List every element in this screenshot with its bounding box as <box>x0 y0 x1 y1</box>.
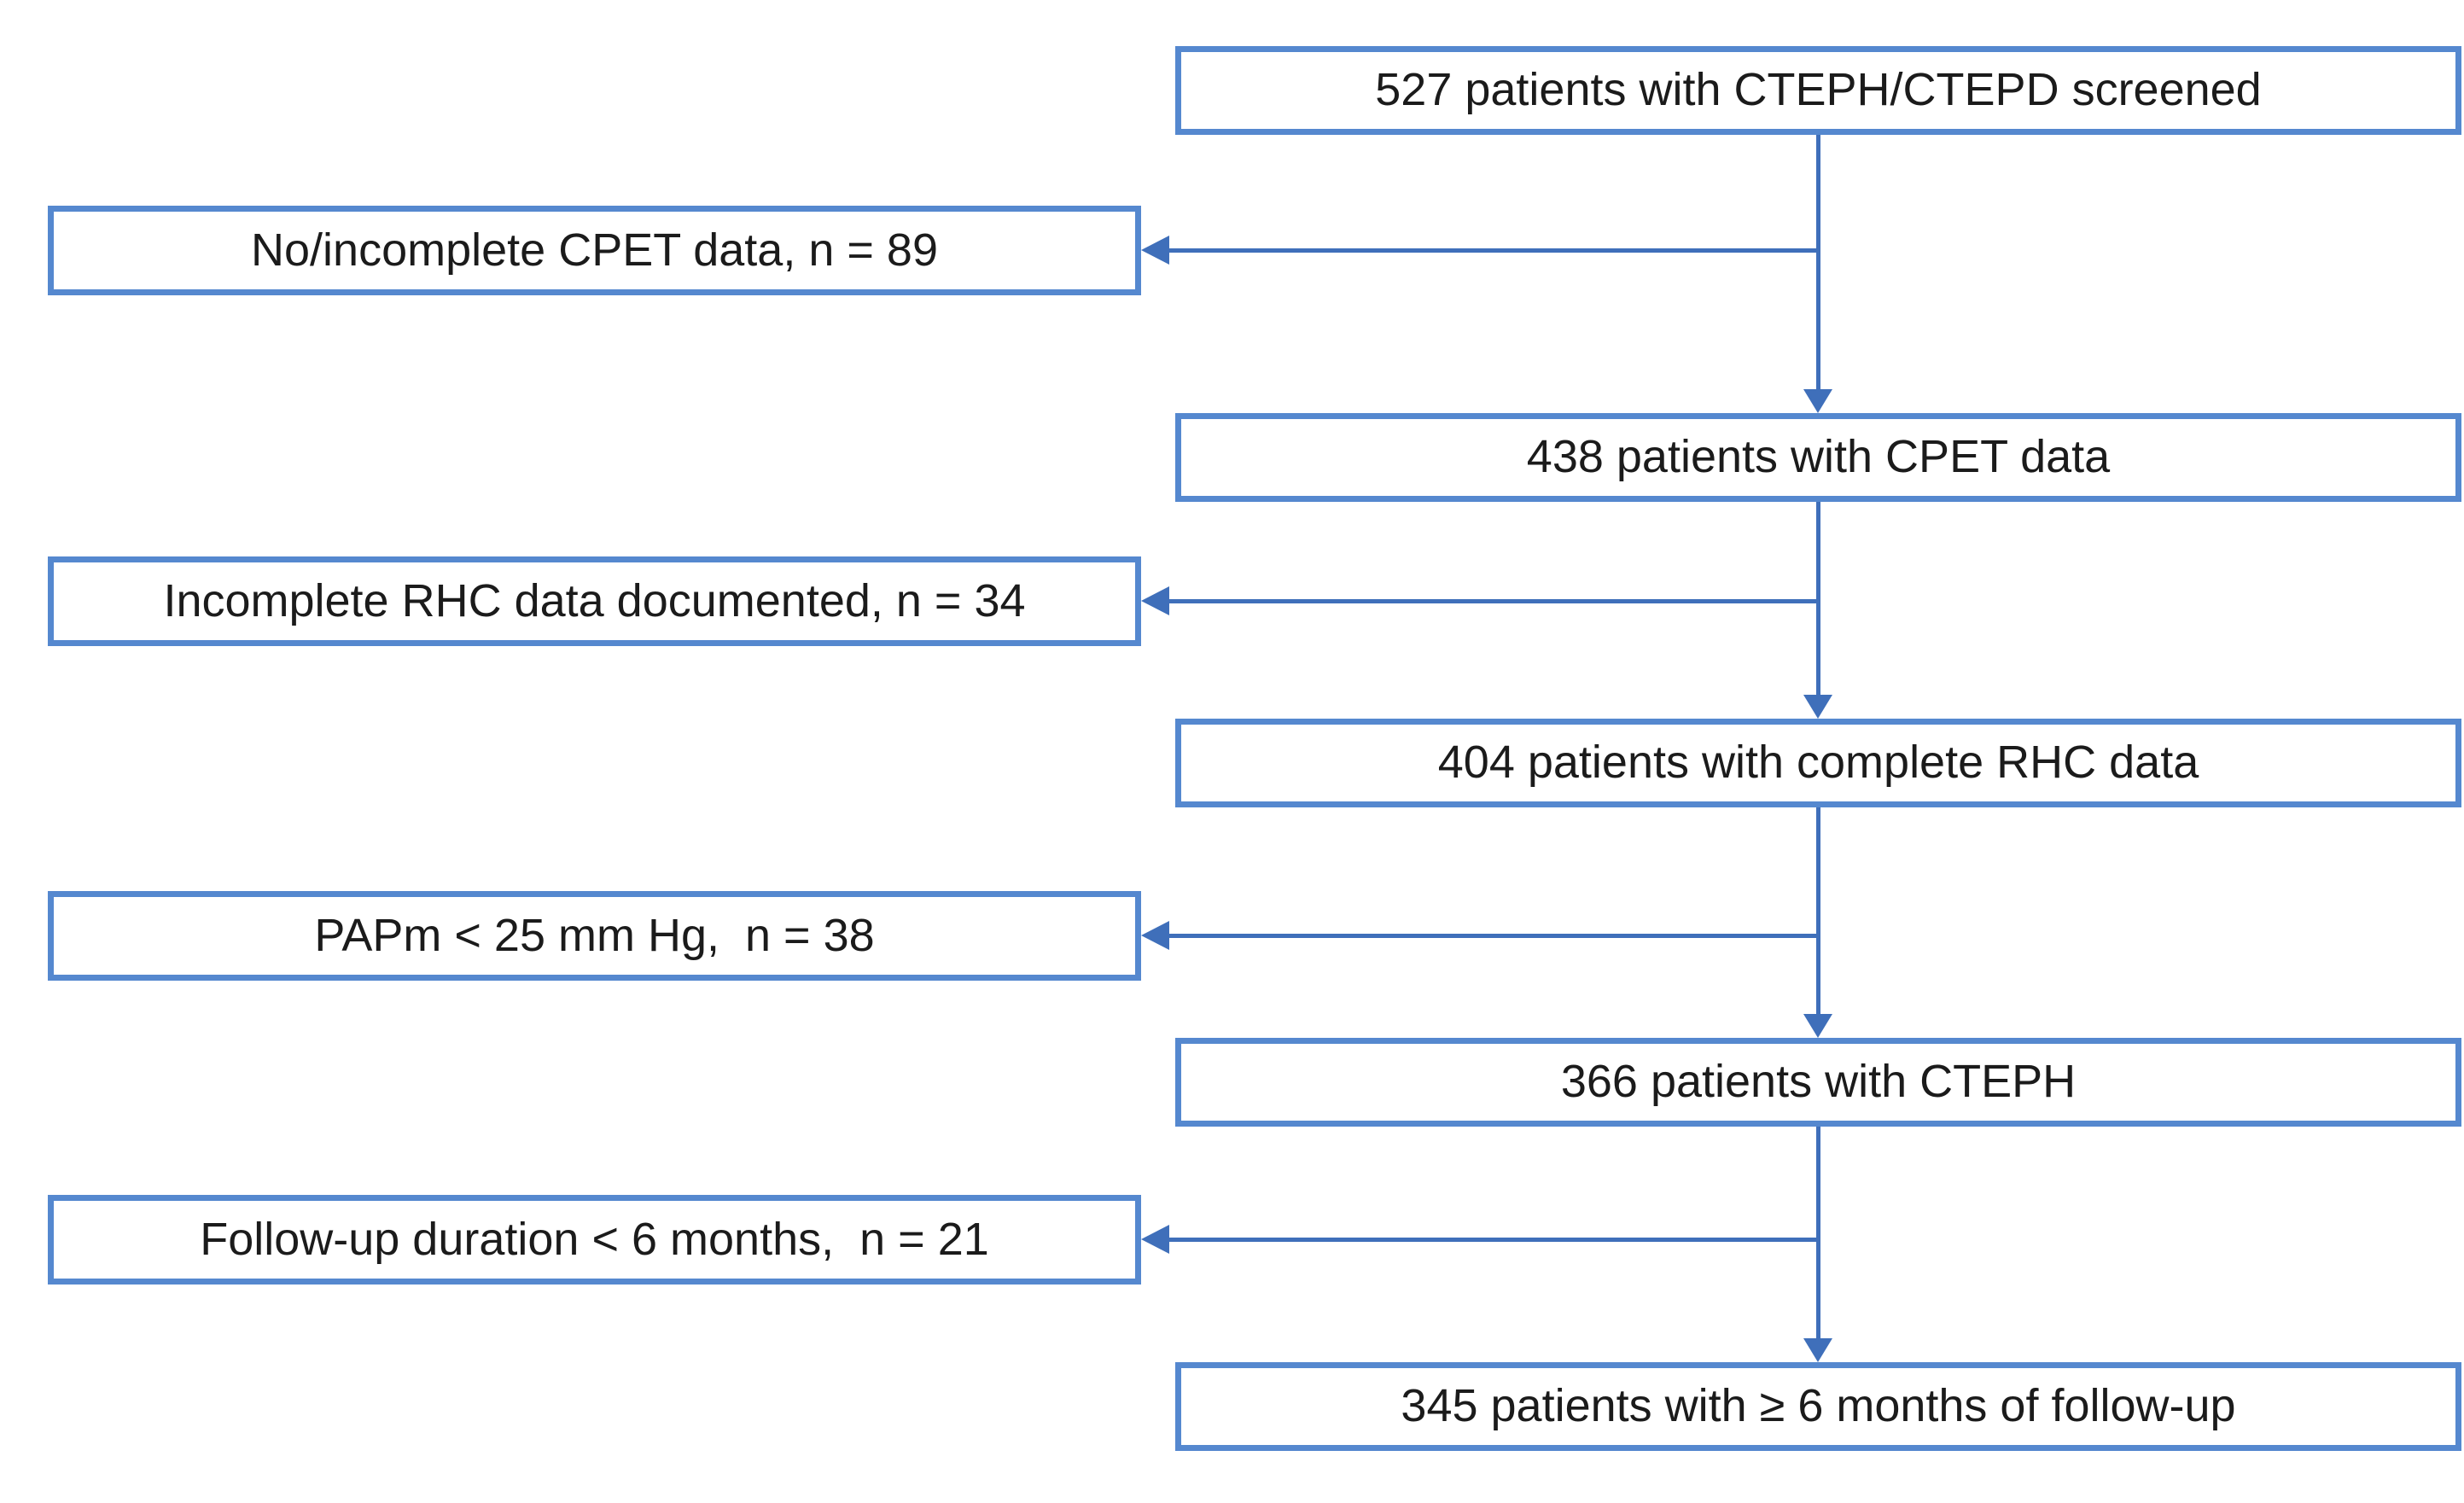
arrow-left-icon <box>1141 921 1169 950</box>
connector-main1-main2-line <box>1816 135 1820 391</box>
main-box-cteph: 366 patients with CTEPH <box>1175 1038 2461 1127</box>
exclusion-box-cpet: No/incomplete CPET data, n = 89 <box>48 206 1141 295</box>
exclusion-box-followup-duration: Follow-up duration < 6 months, n = 21 <box>48 1195 1141 1285</box>
main-box-rhc-data-label: 404 patients with complete RHC data <box>1437 737 2199 789</box>
exclusion-box-rhc: Incomplete RHC data documented, n = 34 <box>48 556 1141 646</box>
arrow-down-icon <box>1803 1014 1832 1038</box>
main-box-cpet-data-label: 438 patients with CPET data <box>1526 431 2111 483</box>
main-box-screened: 527 patients with CTEPH/CTEPD screened <box>1175 46 2461 135</box>
exclusion-box-papm: PAPm < 25 mm Hg, n = 38 <box>48 891 1141 981</box>
connector-exclusion1-line <box>1168 248 1820 253</box>
connector-main3-main4-line <box>1816 807 1820 1016</box>
connector-main4-main5-line <box>1816 1127 1820 1340</box>
exclusion-box-followup-duration-label: Follow-up duration < 6 months, n = 21 <box>200 1213 989 1265</box>
exclusion-box-papm-label: PAPm < 25 mm Hg, n = 38 <box>314 909 875 961</box>
main-box-followup-label: 345 patients with ≥ 6 months of follow-u… <box>1401 1380 2236 1432</box>
arrow-down-icon <box>1803 1338 1832 1362</box>
exclusion-box-rhc-label: Incomplete RHC data documented, n = 34 <box>163 574 1026 626</box>
connector-exclusion3-line <box>1168 934 1820 938</box>
main-box-cpet-data: 438 patients with CPET data <box>1175 413 2461 502</box>
main-box-followup: 345 patients with ≥ 6 months of follow-u… <box>1175 1362 2461 1451</box>
main-box-cteph-label: 366 patients with CTEPH <box>1560 1056 2077 1108</box>
connector-exclusion4-line <box>1168 1238 1820 1242</box>
arrow-left-icon <box>1141 1225 1169 1254</box>
arrow-down-icon <box>1803 695 1832 719</box>
arrow-left-icon <box>1141 236 1169 265</box>
main-box-screened-label: 527 patients with CTEPH/CTEPD screened <box>1375 64 2262 116</box>
connector-exclusion2-line <box>1168 599 1820 603</box>
arrow-down-icon <box>1803 389 1832 413</box>
main-box-rhc-data: 404 patients with complete RHC data <box>1175 719 2461 807</box>
arrow-left-icon <box>1141 586 1169 615</box>
exclusion-box-cpet-label: No/incomplete CPET data, n = 89 <box>251 224 938 276</box>
